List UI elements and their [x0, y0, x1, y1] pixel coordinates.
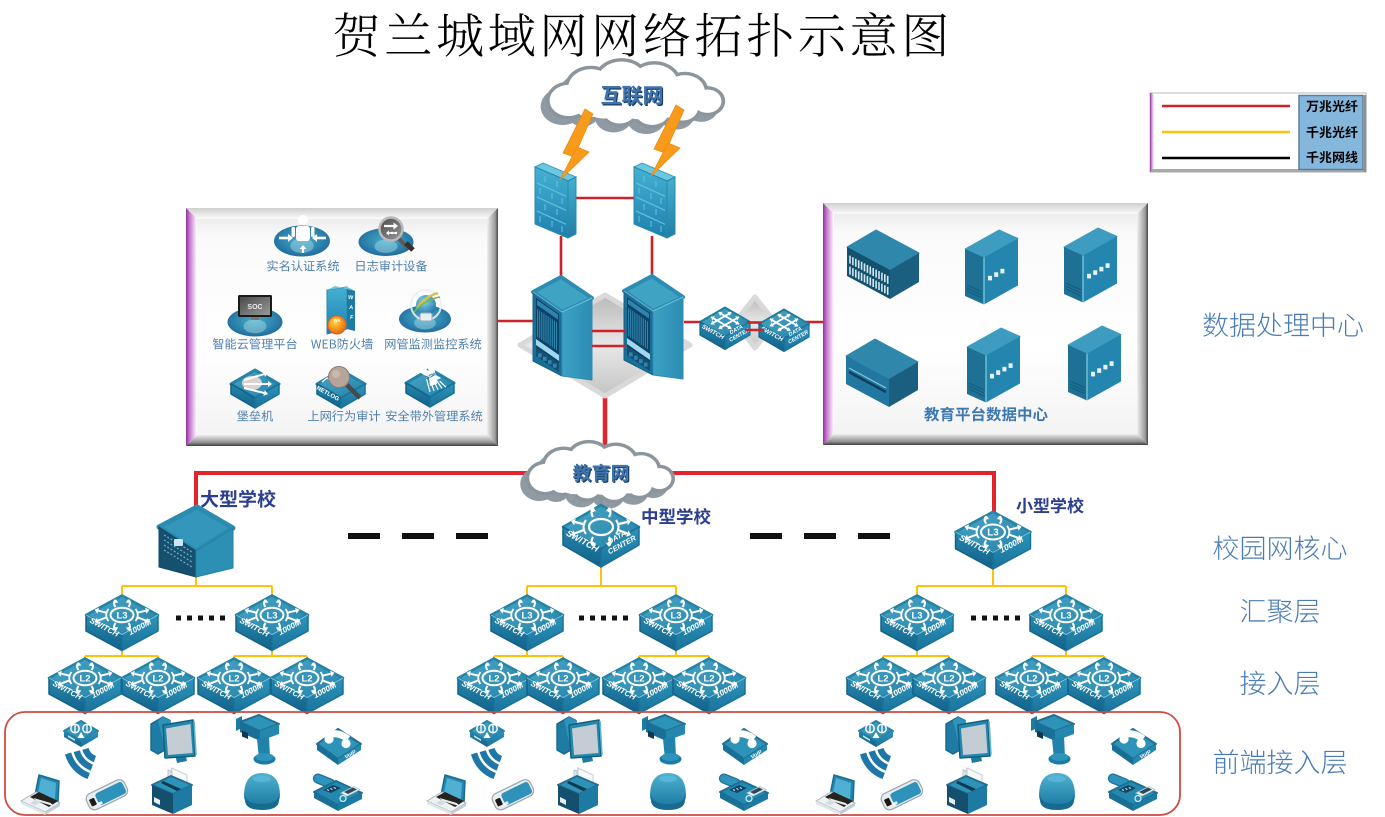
svg-text:W: W — [348, 295, 355, 302]
svg-text:GSM: GSM — [425, 372, 437, 381]
svg-text:F: F — [350, 315, 355, 321]
svg-text:SOC: SOC — [247, 304, 262, 311]
svg-text:A: A — [349, 305, 354, 311]
svg-text:WA: WA — [333, 318, 341, 323]
